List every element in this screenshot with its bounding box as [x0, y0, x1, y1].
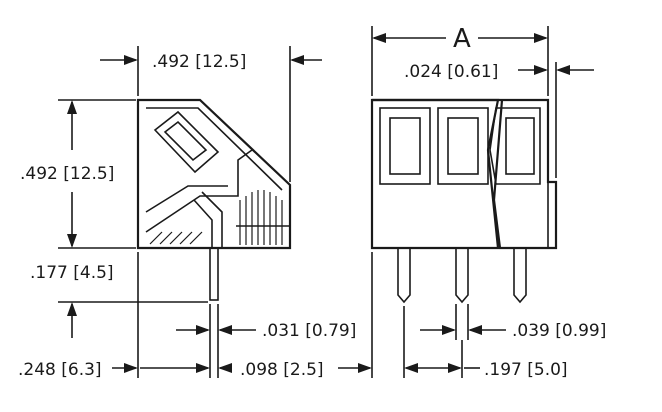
arrowhead — [358, 363, 372, 373]
dim-top-width: .492 [12.5] — [152, 52, 246, 72]
dim-edge-offset: .024 [0.61] — [404, 62, 498, 82]
arrowhead — [534, 65, 548, 75]
arrowhead — [67, 100, 77, 114]
arrowhead — [372, 33, 386, 43]
arrowhead — [67, 302, 77, 316]
arrowhead — [448, 363, 462, 373]
side-lever-path — [145, 149, 253, 233]
dim-pin-offset: .248 [6.3] — [18, 360, 102, 380]
contact-strip — [193, 199, 213, 248]
arrowhead — [404, 363, 418, 373]
wire-opening-1 — [379, 107, 431, 185]
arrowhead — [468, 325, 482, 335]
dim-height: .492 [12.5] — [20, 164, 114, 184]
base-hatching — [149, 231, 203, 245]
arrowhead — [196, 325, 210, 335]
front-dimensions: A .024 [0.61] .039 [0.99] .197 [5.0] — [371, 24, 606, 380]
arrowhead — [534, 33, 548, 43]
front-pin-2 — [455, 248, 469, 304]
arrowhead — [67, 234, 77, 248]
side-dimensions: .492 [12.5] .492 [12.5] .177 [4.5] .031 … — [18, 46, 372, 380]
spring-clamp — [153, 110, 220, 174]
arrowhead — [442, 325, 456, 335]
dim-pitch: .197 [5.0] — [484, 360, 568, 380]
arrowhead — [290, 55, 304, 65]
arrowhead — [124, 363, 138, 373]
front-pin-1 — [397, 248, 411, 304]
arrowhead — [218, 363, 232, 373]
dim-overall-A: A — [453, 24, 471, 54]
dim-pin-width: .039 [0.99] — [512, 321, 606, 341]
spring-clamp-inner — [163, 120, 208, 162]
contact-strip-2 — [201, 191, 223, 248]
dim-pin-setback: .098 [2.5] — [240, 360, 324, 380]
wire-opening-2-inner — [447, 117, 479, 175]
front-view — [370, 98, 558, 304]
dim-pin-length: .177 [4.5] — [30, 263, 114, 283]
arrowhead — [124, 55, 138, 65]
wire-opening-3 — [489, 107, 541, 185]
side-lever-path-2 — [145, 185, 228, 213]
arrowhead — [196, 363, 210, 373]
side-view — [136, 98, 292, 301]
clamp-hatching — [236, 190, 290, 245]
front-housing-left — [370, 98, 500, 250]
side-pin — [209, 247, 219, 301]
front-pin-3 — [513, 248, 527, 304]
wire-opening-2 — [437, 107, 489, 185]
arrowhead — [218, 325, 232, 335]
wire-opening-3-inner — [505, 117, 535, 175]
side-inner-edge — [146, 107, 283, 191]
dim-pin-thickness: .031 [0.79] — [262, 321, 356, 341]
arrowhead — [556, 65, 570, 75]
wire-opening-1-inner — [389, 117, 421, 175]
side-housing-outline — [136, 98, 292, 250]
